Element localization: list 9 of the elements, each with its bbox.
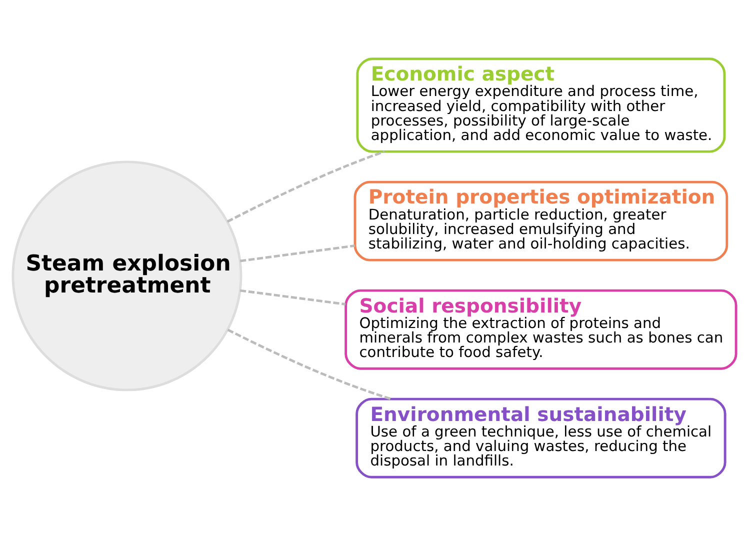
node-box: Environmental sustainability Use of a green technique, less use of chemical products, and valuing wastes, reducing the disposal in landfills.: [356, 397, 726, 478]
connector: [240, 244, 356, 262]
node-box: Social responsibility Optimizing the extraction of proteins and minerals from complex wastes such as bones can contribute to food safety.: [344, 288, 738, 370]
node-box: Economic aspect Lower energy expenditure and process time, increased yield, compatibility with other processes, possibility of large-scale application, and add economic value to waste.: [356, 57, 726, 152]
node-box: Protein properties optimization Denaturation, particle reduction, greater solubility, increased emulsifying and stabilizing, water and oil-holding capacities.: [354, 180, 728, 261]
node-circle: Steam explosion pretreatment: [12, 160, 242, 391]
connector: [226, 150, 385, 222]
connector: [240, 288, 346, 305]
connector: [227, 328, 392, 400]
